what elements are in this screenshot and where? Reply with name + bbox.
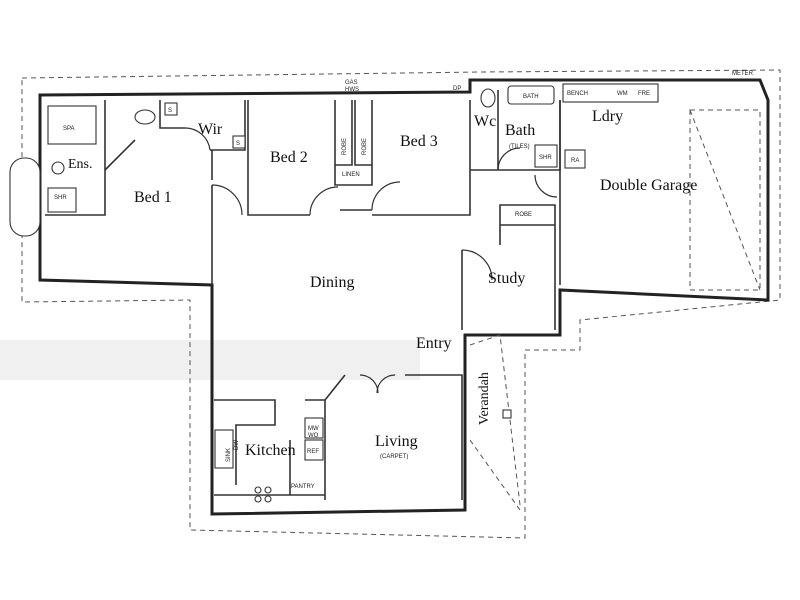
note-robe-study: ROBE	[515, 212, 532, 218]
door-wir	[184, 127, 211, 151]
wall-bed3	[372, 100, 471, 216]
note-shr-bath: SHR	[539, 155, 552, 161]
eaves-outline	[21, 69, 781, 539]
note-s1: S	[168, 108, 172, 114]
note-ra: RA	[571, 158, 579, 164]
label-ldry: Ldry	[592, 108, 623, 125]
door-bed1	[211, 184, 243, 216]
ra-box	[564, 149, 586, 169]
garage-door	[689, 109, 761, 291]
wall-ensuite-angle	[104, 139, 136, 171]
note-ref: REF	[307, 449, 319, 455]
toilet-ensuite	[134, 109, 156, 125]
scan-smudge	[0, 340, 420, 380]
door-wc	[497, 147, 521, 171]
note-linen: LINEN	[342, 172, 360, 178]
note-dp: DP	[453, 86, 461, 92]
note-bench: BENCH	[567, 91, 588, 97]
label-bed3: Bed 3	[400, 133, 438, 150]
label-living: Living	[375, 433, 418, 450]
basin-ensuite	[51, 161, 65, 175]
note-s2: S	[236, 141, 240, 147]
label-bath: Bath	[505, 122, 535, 139]
label-wir: Wir	[198, 121, 223, 138]
bay-window	[9, 157, 41, 237]
note-shr-ensuite: SHR	[54, 195, 67, 201]
door-bed2	[309, 186, 339, 216]
verandah-post	[502, 409, 512, 419]
note-robe-bed3: ROBE	[362, 138, 368, 155]
door-study	[461, 249, 493, 281]
note-spa: SPA	[63, 126, 75, 132]
microwave-box	[304, 417, 324, 439]
note-wm: WM	[617, 91, 628, 97]
wall-kitchen	[214, 399, 325, 496]
label-study: Study	[488, 270, 525, 287]
note-carpet: (CARPET)	[380, 454, 408, 460]
verandah-outline	[469, 334, 521, 511]
door-bed3	[371, 181, 401, 211]
wall-ensuite	[45, 100, 106, 216]
note-dw: DW	[234, 440, 240, 450]
external-wall	[38, 78, 770, 516]
wall-living	[324, 374, 463, 500]
bathtub	[507, 85, 555, 105]
note-sink: SINK	[226, 448, 232, 462]
kitchen-sink	[214, 429, 234, 469]
label-kitchen: Kitchen	[245, 442, 296, 459]
wall-study	[461, 204, 556, 330]
label-verandah: Verandah	[477, 372, 492, 425]
door-laundry	[534, 174, 558, 198]
label-bed1: Bed 1	[134, 189, 172, 206]
cooktop	[254, 486, 272, 503]
wall-robes	[334, 100, 373, 186]
door-entry	[359, 374, 396, 394]
wall-wir	[159, 100, 246, 151]
note-robe-bed2: ROBE	[342, 138, 348, 155]
toilet-wc	[480, 88, 496, 108]
shelf-s2	[232, 135, 246, 149]
label-ensuite: Ens.	[68, 157, 93, 172]
label-dining: Dining	[310, 274, 354, 291]
shelf-s1	[164, 102, 178, 116]
spa-bath	[47, 105, 97, 145]
note-bath-tub: BATH	[523, 94, 539, 100]
shower-bath	[534, 144, 558, 168]
shower-ensuite	[47, 187, 77, 213]
note-pantry: PANTRY	[291, 484, 315, 490]
label-entry: Entry	[416, 335, 452, 352]
label-wc: Wc	[474, 113, 496, 130]
note-meter: METER	[732, 71, 754, 77]
laundry-bench	[562, 83, 659, 103]
label-bed2: Bed 2	[270, 149, 308, 166]
wall-bed2	[247, 100, 310, 216]
fridge-box	[304, 439, 324, 461]
note-fre: FRE	[638, 91, 650, 97]
label-garage: Double Garage	[600, 177, 697, 194]
note-tiles: (TILES)	[509, 144, 530, 150]
